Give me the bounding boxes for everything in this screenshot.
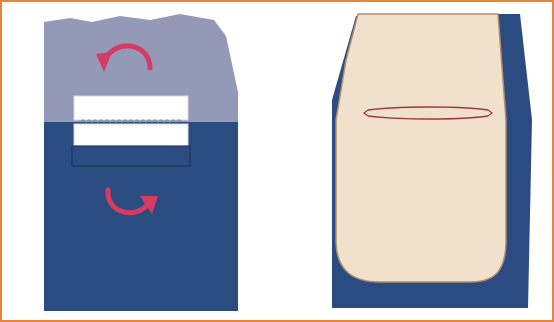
- white-flap-bottom: [74, 124, 188, 146]
- white-flap-top: [74, 96, 188, 120]
- left-panel: [44, 14, 238, 311]
- navy-fabric-lower: [44, 120, 238, 311]
- right-panel: [332, 14, 532, 308]
- tan-pocket: [336, 14, 506, 282]
